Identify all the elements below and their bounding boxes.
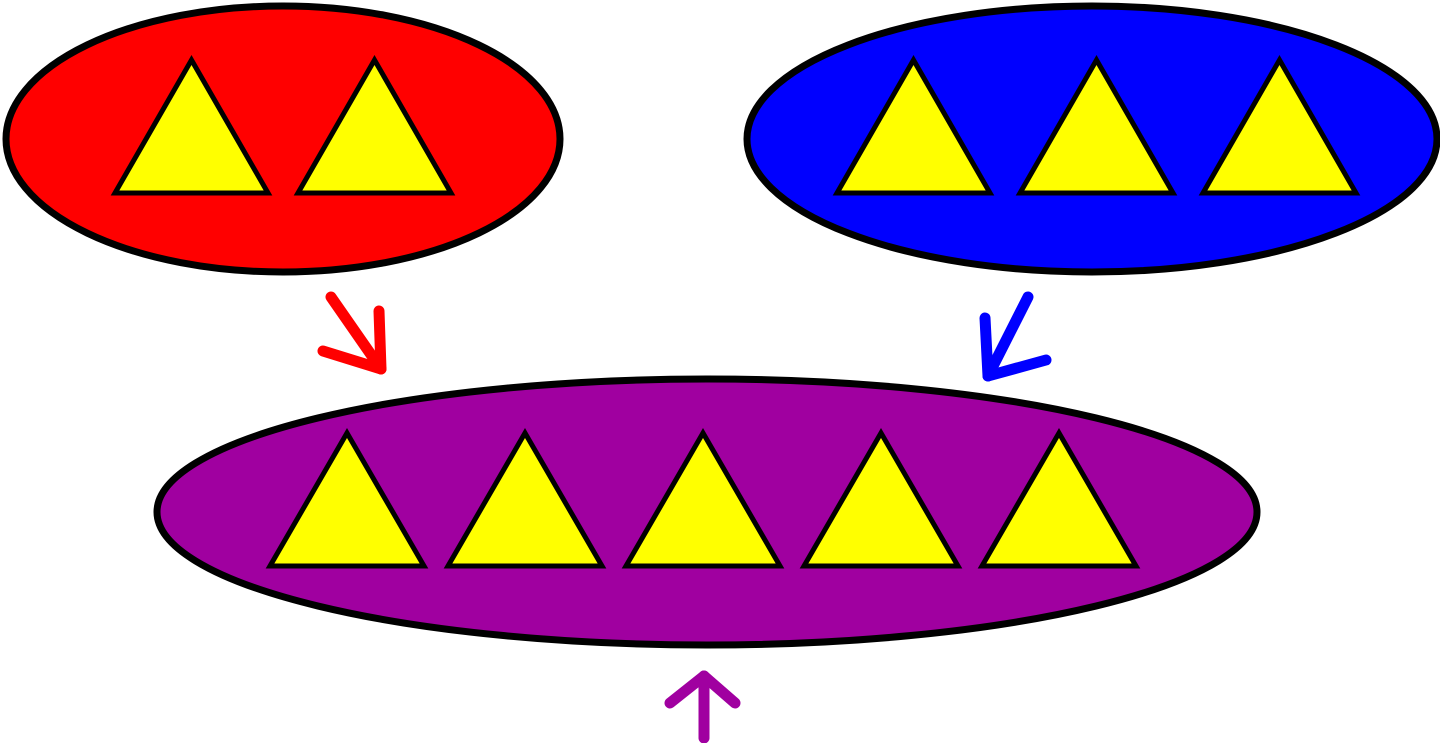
triangle bbox=[293, 54, 456, 196]
red-arrow-shaft bbox=[325, 291, 387, 375]
triangle bbox=[977, 428, 1141, 569]
blue-group-triangles bbox=[832, 54, 1361, 196]
red-group-triangles bbox=[110, 54, 456, 196]
purple-arrow bbox=[664, 670, 741, 743]
red-group bbox=[2, 2, 564, 276]
triangle bbox=[1198, 54, 1361, 196]
blue-arrow-shaft bbox=[982, 291, 1034, 382]
red-arrow bbox=[317, 291, 387, 375]
triangles-layer bbox=[110, 54, 1361, 569]
triangle bbox=[110, 54, 273, 196]
triangle bbox=[621, 428, 785, 569]
triangle bbox=[1015, 54, 1178, 196]
arrows-layer bbox=[317, 291, 1052, 743]
blue-arrow-head bbox=[979, 312, 1052, 382]
triangle bbox=[832, 54, 995, 196]
purple-group-triangles bbox=[265, 428, 1141, 569]
triangle bbox=[443, 428, 607, 569]
red-arrow-head bbox=[317, 305, 387, 375]
purple-arrow-head bbox=[664, 670, 741, 709]
blue-arrow bbox=[979, 291, 1052, 382]
red-group-ellipse bbox=[2, 2, 564, 276]
triangle bbox=[799, 428, 963, 569]
triangle bbox=[265, 428, 429, 569]
